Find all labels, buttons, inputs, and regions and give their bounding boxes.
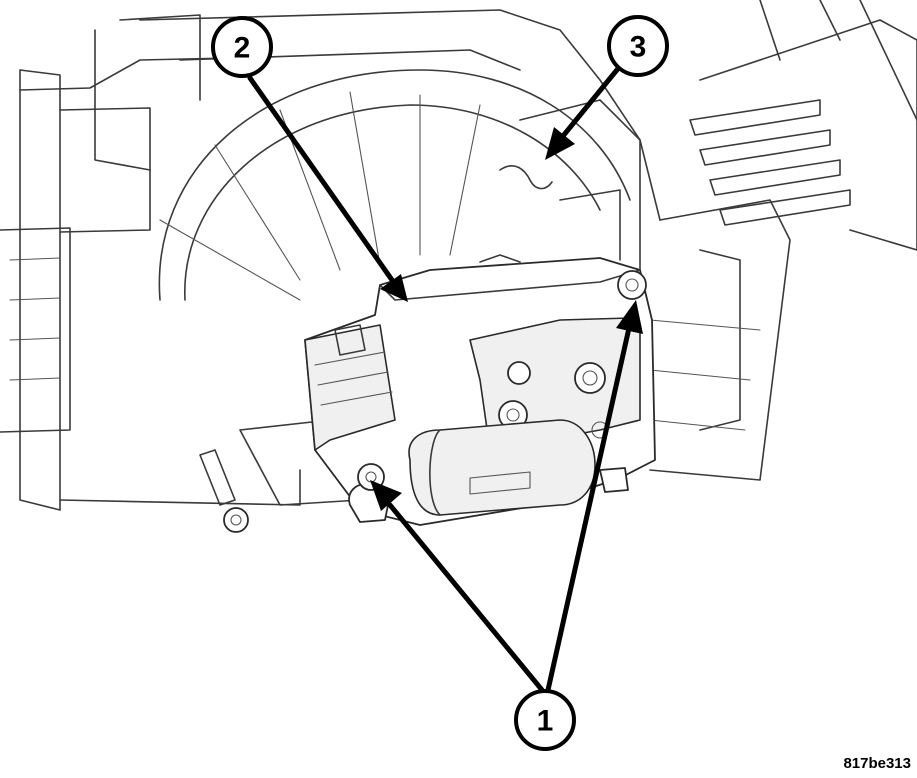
leader-line-1a [370,480,545,693]
actuator-assembly [304,254,656,526]
callout-2: 2 [211,16,273,78]
leader-line-3 [545,57,628,160]
callout-1-number: 1 [537,705,554,738]
callout-1: 1 [514,689,576,751]
callout-3-number: 3 [630,31,647,64]
leader-line-2 [247,75,408,302]
callout-3: 3 [607,15,669,77]
leader-line-1b [545,300,643,693]
figure-identifier: 817be313 [843,755,911,772]
callout-2-number: 2 [234,32,251,65]
